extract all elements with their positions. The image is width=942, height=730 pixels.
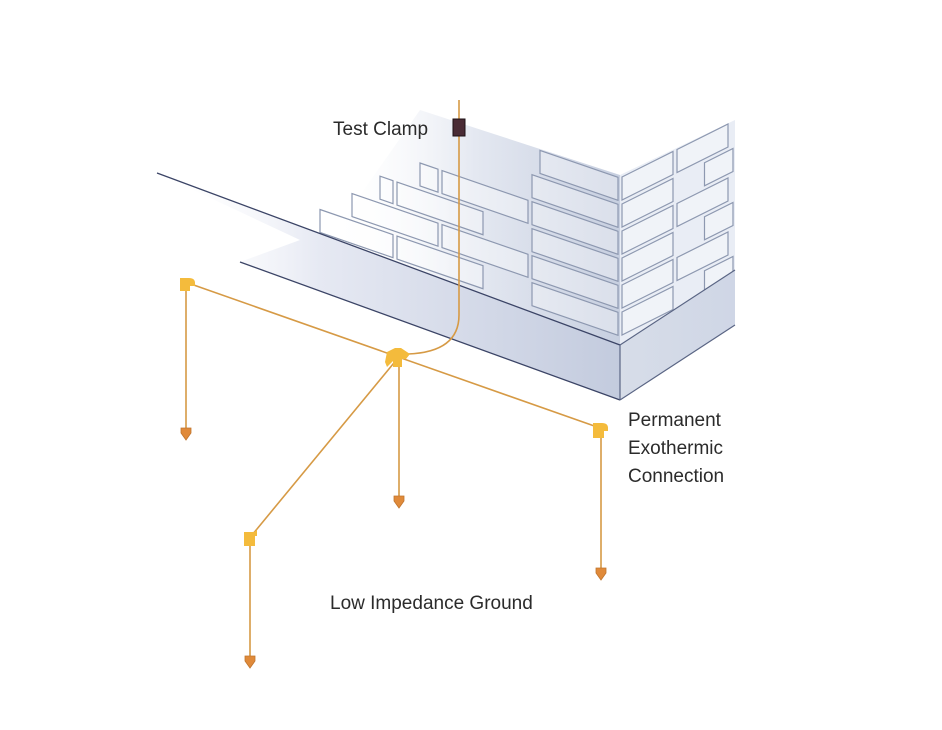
exothermic-connection-icon bbox=[244, 528, 257, 546]
diagonal-conductor bbox=[251, 357, 399, 536]
brick bbox=[676, 231, 729, 282]
rod-tip-icon bbox=[180, 427, 192, 441]
exothermic-connection-icon bbox=[385, 348, 410, 367]
brick bbox=[396, 235, 484, 290]
wall-left-face bbox=[330, 110, 620, 345]
brick bbox=[621, 258, 674, 309]
brick bbox=[539, 149, 619, 202]
foundation-side-face bbox=[620, 270, 735, 400]
brick bbox=[379, 175, 394, 205]
test-clamp-icon bbox=[452, 118, 466, 137]
brick bbox=[531, 281, 619, 337]
exothermic-connection-icon bbox=[180, 278, 195, 291]
brick bbox=[676, 123, 729, 174]
rod-tip-icon bbox=[244, 655, 256, 669]
test-clamp-label: Test Clamp bbox=[333, 119, 429, 140]
ground-label: Low Impedance Ground bbox=[330, 593, 533, 614]
rod-tip-icon bbox=[595, 567, 607, 581]
brick bbox=[396, 181, 484, 236]
brick bbox=[676, 177, 729, 228]
test-clamp-lead bbox=[407, 100, 460, 355]
brick-courses bbox=[319, 123, 734, 337]
exothermic-label-line3: Connection bbox=[628, 466, 725, 487]
rod-tip-icon bbox=[393, 495, 405, 509]
brick bbox=[621, 204, 674, 255]
brick bbox=[531, 227, 619, 283]
brick bbox=[319, 208, 394, 259]
foundation-top-edge bbox=[156, 172, 621, 346]
exothermic-label-line1: Permanent bbox=[628, 410, 721, 431]
brick bbox=[531, 254, 619, 310]
brick bbox=[441, 169, 529, 225]
brick bbox=[351, 192, 439, 248]
exothermic-connection-icon bbox=[593, 423, 608, 438]
exothermic-label-line2: Exothermic bbox=[628, 438, 724, 459]
brick bbox=[703, 147, 734, 187]
brick bbox=[621, 231, 674, 282]
brick bbox=[621, 285, 674, 336]
connectors bbox=[180, 278, 608, 546]
brick bbox=[531, 173, 619, 229]
brick bbox=[419, 162, 439, 194]
brick bbox=[703, 201, 734, 241]
brick bbox=[621, 150, 674, 201]
brick bbox=[621, 177, 674, 228]
building bbox=[156, 110, 736, 401]
foundation-side-bottom bbox=[619, 324, 736, 401]
foundation-bottom-edge bbox=[239, 261, 621, 401]
foundation-side-top bbox=[619, 269, 736, 346]
brick bbox=[531, 200, 619, 256]
foundation-front-face bbox=[157, 173, 620, 400]
rod-tips bbox=[180, 427, 607, 669]
brick bbox=[441, 223, 529, 279]
